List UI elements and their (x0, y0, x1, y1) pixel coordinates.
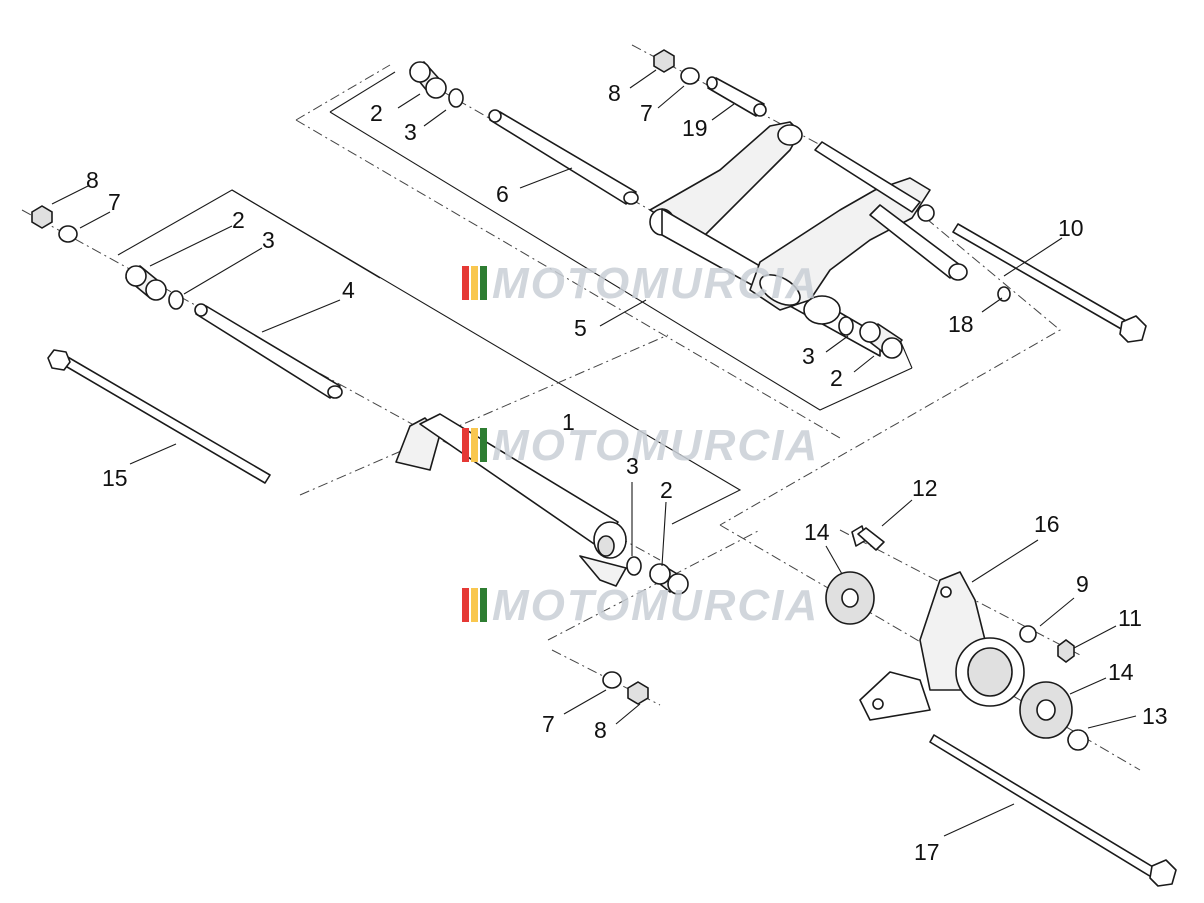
watermark-text: MOTOMURCIA (492, 259, 819, 308)
callout-18: 18 (948, 311, 974, 337)
callout-8: 8 (608, 80, 621, 106)
callout-11: 11 (1118, 605, 1142, 631)
callout-4: 4 (342, 277, 355, 303)
callout-19: 19 (682, 115, 708, 141)
hardware-9-11-12-13-14 (825, 525, 1089, 751)
callout-13: 13 (1142, 703, 1168, 729)
pin-6 (488, 109, 639, 205)
bracket-16 (859, 571, 1025, 721)
long-bolt-15 (47, 349, 271, 484)
leader-lines (51, 69, 1137, 837)
callout-3: 3 (626, 453, 639, 479)
nuts-8-washers-7 (31, 49, 700, 705)
callout-14: 14 (1108, 659, 1134, 685)
watermark-top: MOTOMURCIA (462, 259, 819, 308)
spacer-19 (706, 76, 767, 117)
callout-7: 7 (640, 100, 653, 126)
callout-12: 12 (912, 475, 938, 501)
bushing-2-lower (649, 563, 689, 595)
watermark-bottom: MOTOMURCIA (462, 581, 819, 630)
callout-2: 2 (830, 365, 843, 391)
rings-3-18 (168, 88, 1011, 576)
bushing-2-upper (409, 61, 447, 99)
callout-labels: 2 3 8 7 19 6 8 7 2 3 4 10 5 18 3 2 15 1 … (86, 80, 1168, 865)
callout-2: 2 (370, 100, 383, 126)
callout-9: 9 (1076, 571, 1089, 597)
callout-3: 3 (262, 227, 275, 253)
callout-16: 16 (1034, 511, 1060, 537)
callout-3: 3 (802, 343, 815, 369)
pin-4 (194, 303, 343, 399)
callout-1: 1 (562, 409, 575, 435)
callout-2: 2 (660, 477, 673, 503)
callout-7: 7 (108, 189, 121, 215)
callout-8: 8 (86, 167, 99, 193)
callout-6: 6 (496, 181, 509, 207)
watermark-text: MOTOMURCIA (492, 421, 819, 470)
callout-17: 17 (914, 839, 940, 865)
swing-arm-5 (649, 121, 968, 357)
callout-7: 7 (542, 711, 555, 737)
assembly-frame-middle (117, 189, 742, 525)
pivot-tube-1 (395, 413, 627, 587)
callout-3: 3 (404, 119, 417, 145)
watermark-middle: MOTOMURCIA (462, 421, 819, 470)
bushing-2-left (125, 265, 167, 301)
callout-8: 8 (594, 717, 607, 743)
bushing-2-right (859, 321, 903, 359)
callout-2: 2 (232, 207, 245, 233)
callout-5: 5 (574, 315, 587, 341)
long-bolt-10 (952, 223, 1147, 343)
callout-15: 15 (102, 465, 128, 491)
callout-10: 10 (1058, 215, 1084, 241)
long-bolt-17 (929, 734, 1177, 887)
watermark-text: MOTOMURCIA (492, 581, 819, 630)
callout-14: 14 (804, 519, 830, 545)
